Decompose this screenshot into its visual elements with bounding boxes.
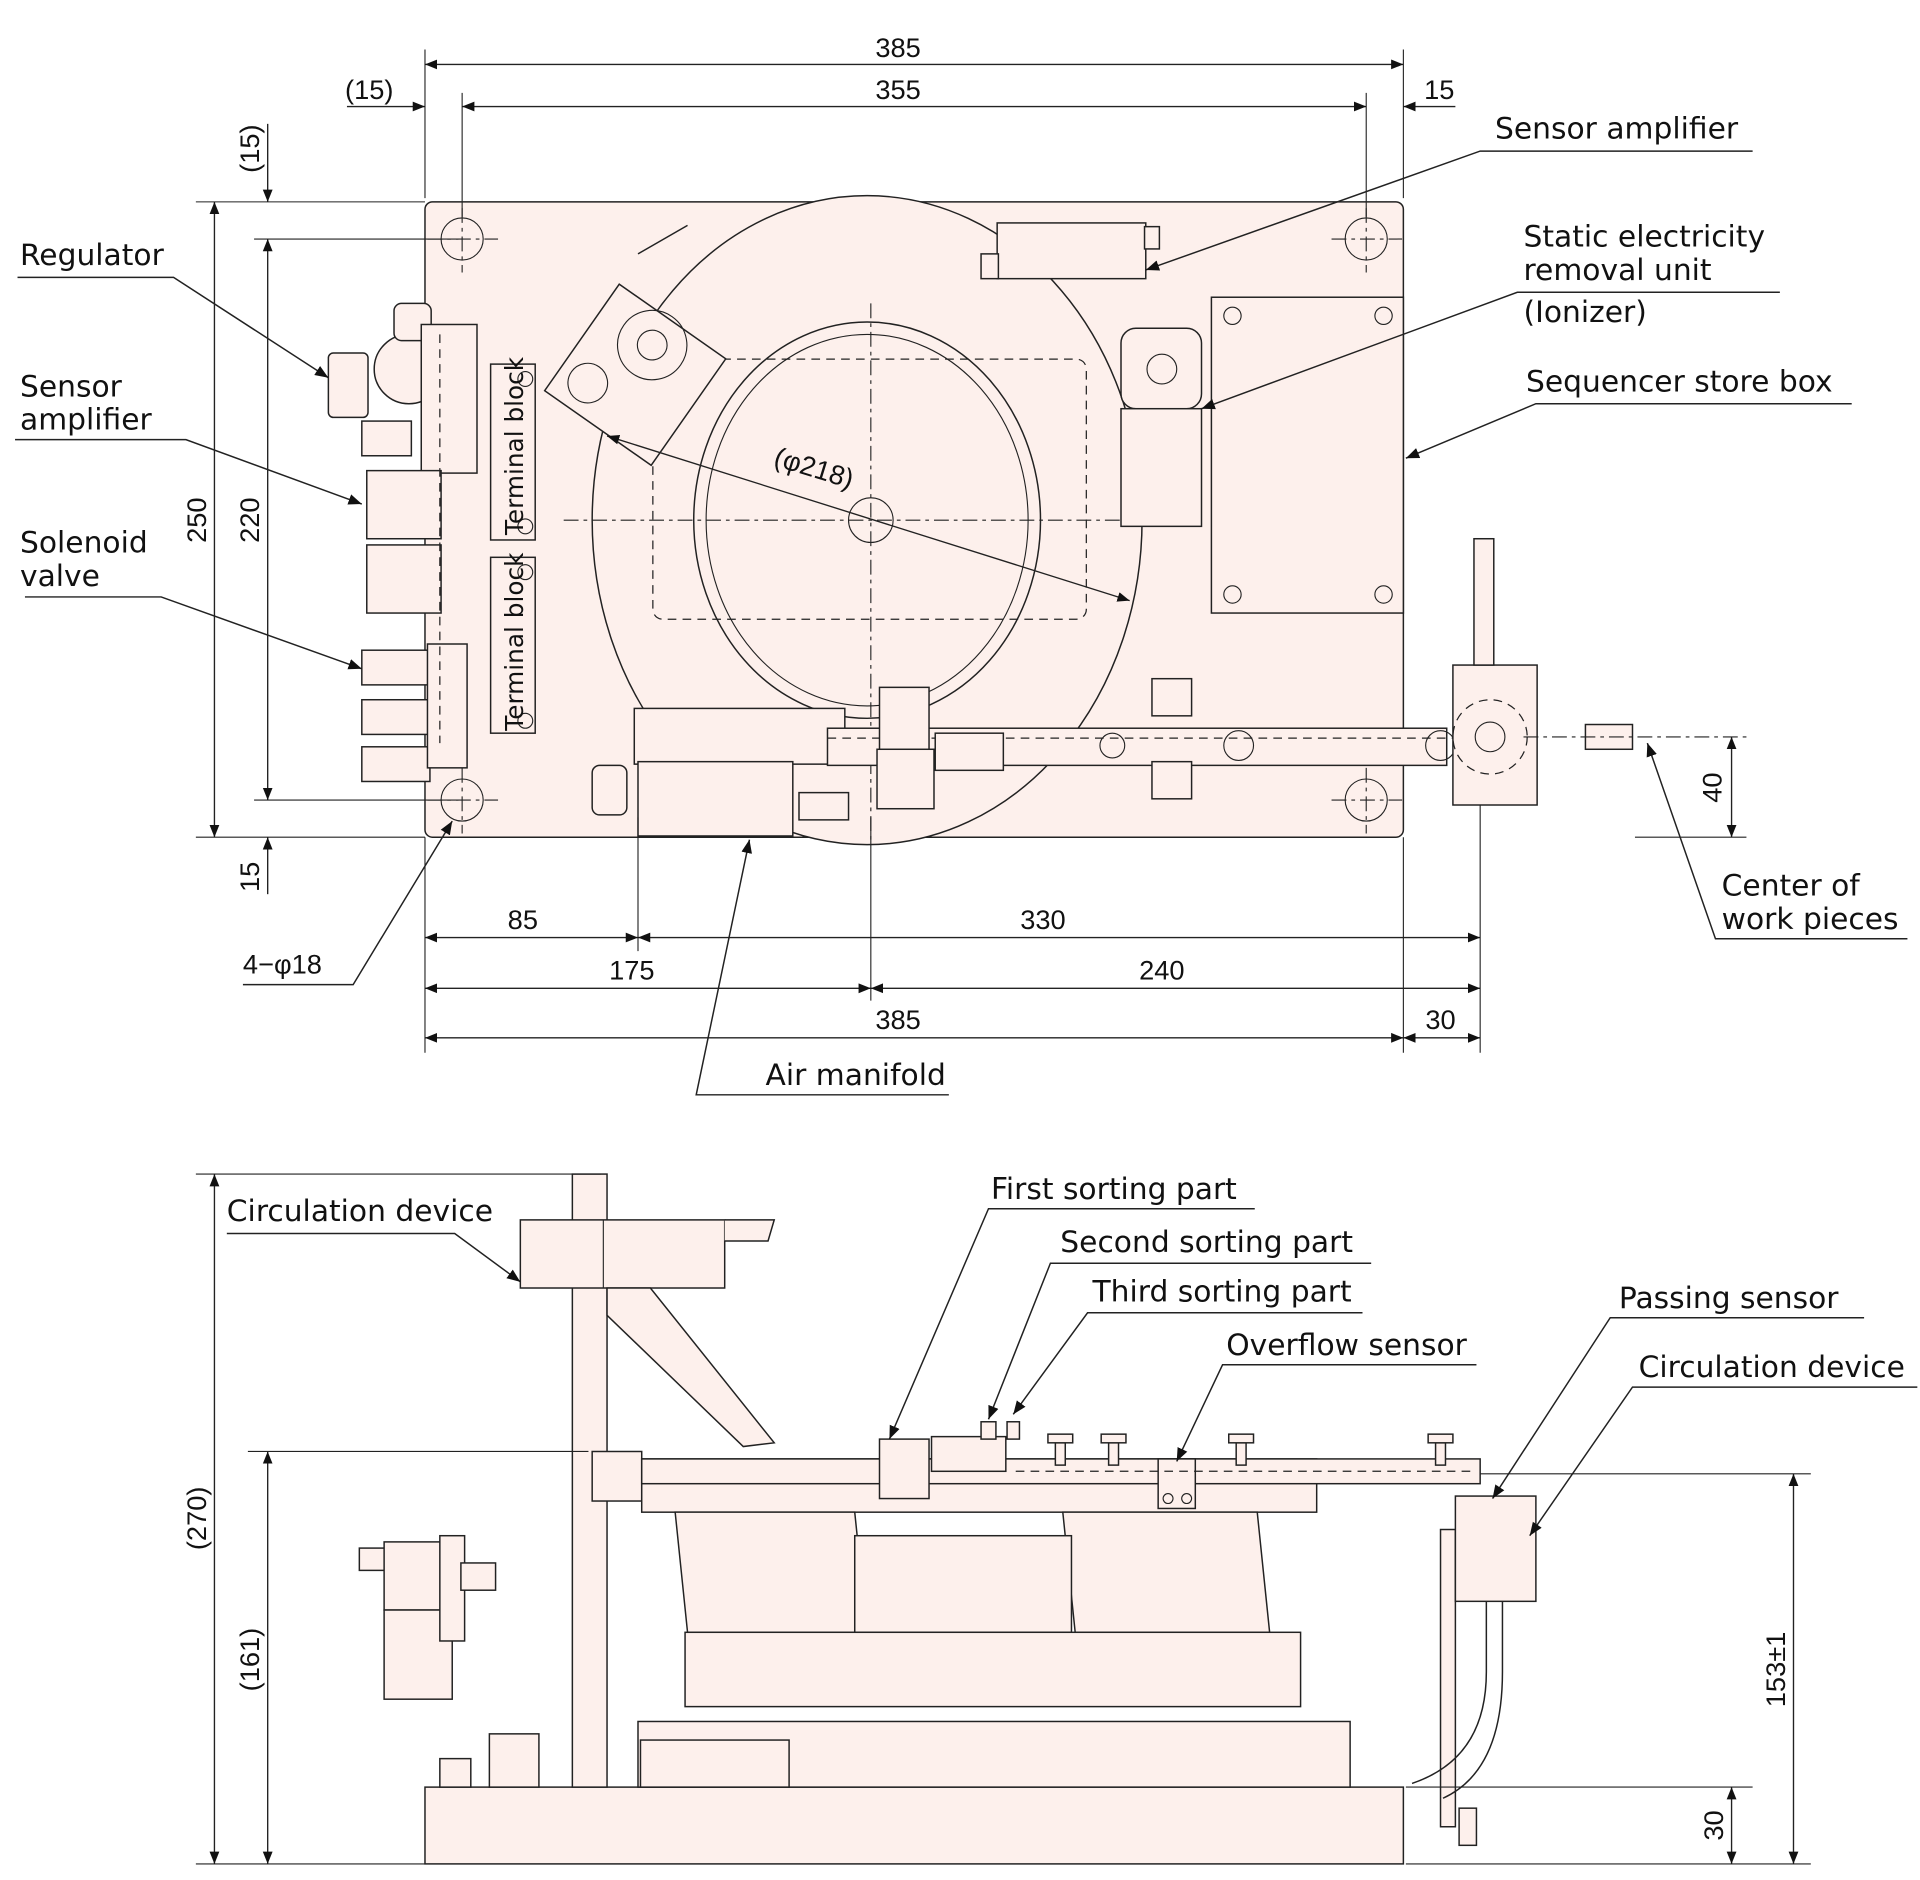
callout-first-sorting-part: First sorting part	[991, 1172, 1237, 1207]
dimension-bottom-offset: 15	[234, 862, 265, 892]
callout-solenoid-valve: Solenoid	[20, 525, 148, 560]
dimension-left-offset: (15)	[345, 74, 393, 105]
terminal-block-label: Terminal block	[500, 356, 529, 536]
dimension-overall-width-bottom: 385	[875, 1004, 920, 1035]
dimension-chute-height: 40	[1697, 773, 1728, 803]
callout-passing-sensor: Passing sensor	[1619, 1281, 1839, 1316]
callout-circulation-device-left: Circulation device	[227, 1194, 493, 1229]
side-view-dimensions: (270) (161) 153±1 30	[181, 1173, 1811, 1865]
dimension-bowl-to-chute: 240	[1139, 955, 1184, 986]
terminal-block-lower: Terminal block	[489, 552, 536, 734]
callout-ionizer: Static electricity	[1524, 219, 1766, 254]
callout-overflow-sensor: Overflow sensor	[1226, 1328, 1467, 1363]
dimension-chute-overhang: 30	[1425, 1004, 1455, 1035]
callout-sensor-amplifier-top: Sensor amplifier	[1495, 112, 1739, 147]
dimension-manifold-to-chute: 330	[1020, 904, 1065, 935]
callout-second-sorting-part: Second sorting part	[1060, 1225, 1353, 1260]
dimension-chute-height-side: 153±1	[1760, 1632, 1791, 1708]
dimension-overall-height: (270)	[181, 1487, 212, 1551]
side-base	[424, 1786, 1405, 1865]
side-view-callouts: Circulation device First sorting part Se…	[227, 1172, 1918, 1537]
callout-ionizer-line3: (Ionizer)	[1524, 295, 1647, 330]
dimension-overall-width-top: 385	[875, 32, 920, 63]
top-view-dimensions: 385 355 (15) 15 250 220 (15)	[181, 32, 1747, 1053]
terminal-block-label: Terminal block	[500, 552, 529, 732]
dimension-base-height: 30	[1698, 1810, 1729, 1840]
terminal-block-upper: Terminal block	[489, 356, 536, 541]
top-view: Terminal block Terminal block	[15, 32, 1908, 1096]
dimension-track-height: (161)	[234, 1628, 265, 1692]
callout-solenoid-valve-line2: valve	[20, 559, 100, 594]
callout-center-of-work-pieces-line2: work pieces	[1722, 902, 1899, 937]
callout-third-sorting-part: Third sorting part	[1092, 1275, 1352, 1310]
callout-air-manifold: Air manifold	[766, 1058, 946, 1093]
callout-center-of-work-pieces: Center of	[1722, 868, 1862, 903]
callout-circulation-device-right: Circulation device	[1639, 1350, 1905, 1385]
dimension-hole-pitch-y: 220	[234, 497, 265, 542]
mounting-holes	[427, 208, 1403, 834]
linear-track	[591, 537, 1747, 837]
dimension-bowl-center-x: 175	[609, 955, 654, 986]
callout-sensor-amplifier-left: Sensor	[20, 369, 123, 404]
dimension-right-offset: 15	[1424, 74, 1454, 105]
callout-ionizer-line2: removal unit	[1524, 253, 1712, 288]
top-view-callouts: Regulator Sensor amplifier Solenoid valv…	[15, 112, 1908, 1096]
callout-sensor-amplifier-left-line2: amplifier	[20, 403, 153, 438]
dimension-hole-pitch-x: 355	[875, 74, 920, 105]
callout-sequencer-box: Sequencer store box	[1526, 364, 1833, 399]
callout-regulator: Regulator	[20, 238, 165, 273]
left-edge-components	[327, 302, 478, 783]
dimension-overall-depth: 250	[181, 497, 212, 542]
dimension-manifold-offset: 85	[508, 904, 538, 935]
dimension-top-offset: (15)	[234, 124, 265, 172]
track-pins	[1047, 1433, 1454, 1466]
callout-mounting-holes: 4−φ18	[243, 948, 322, 979]
side-view: (270) (161) 153±1 30 Circulation device …	[181, 1172, 1918, 1865]
